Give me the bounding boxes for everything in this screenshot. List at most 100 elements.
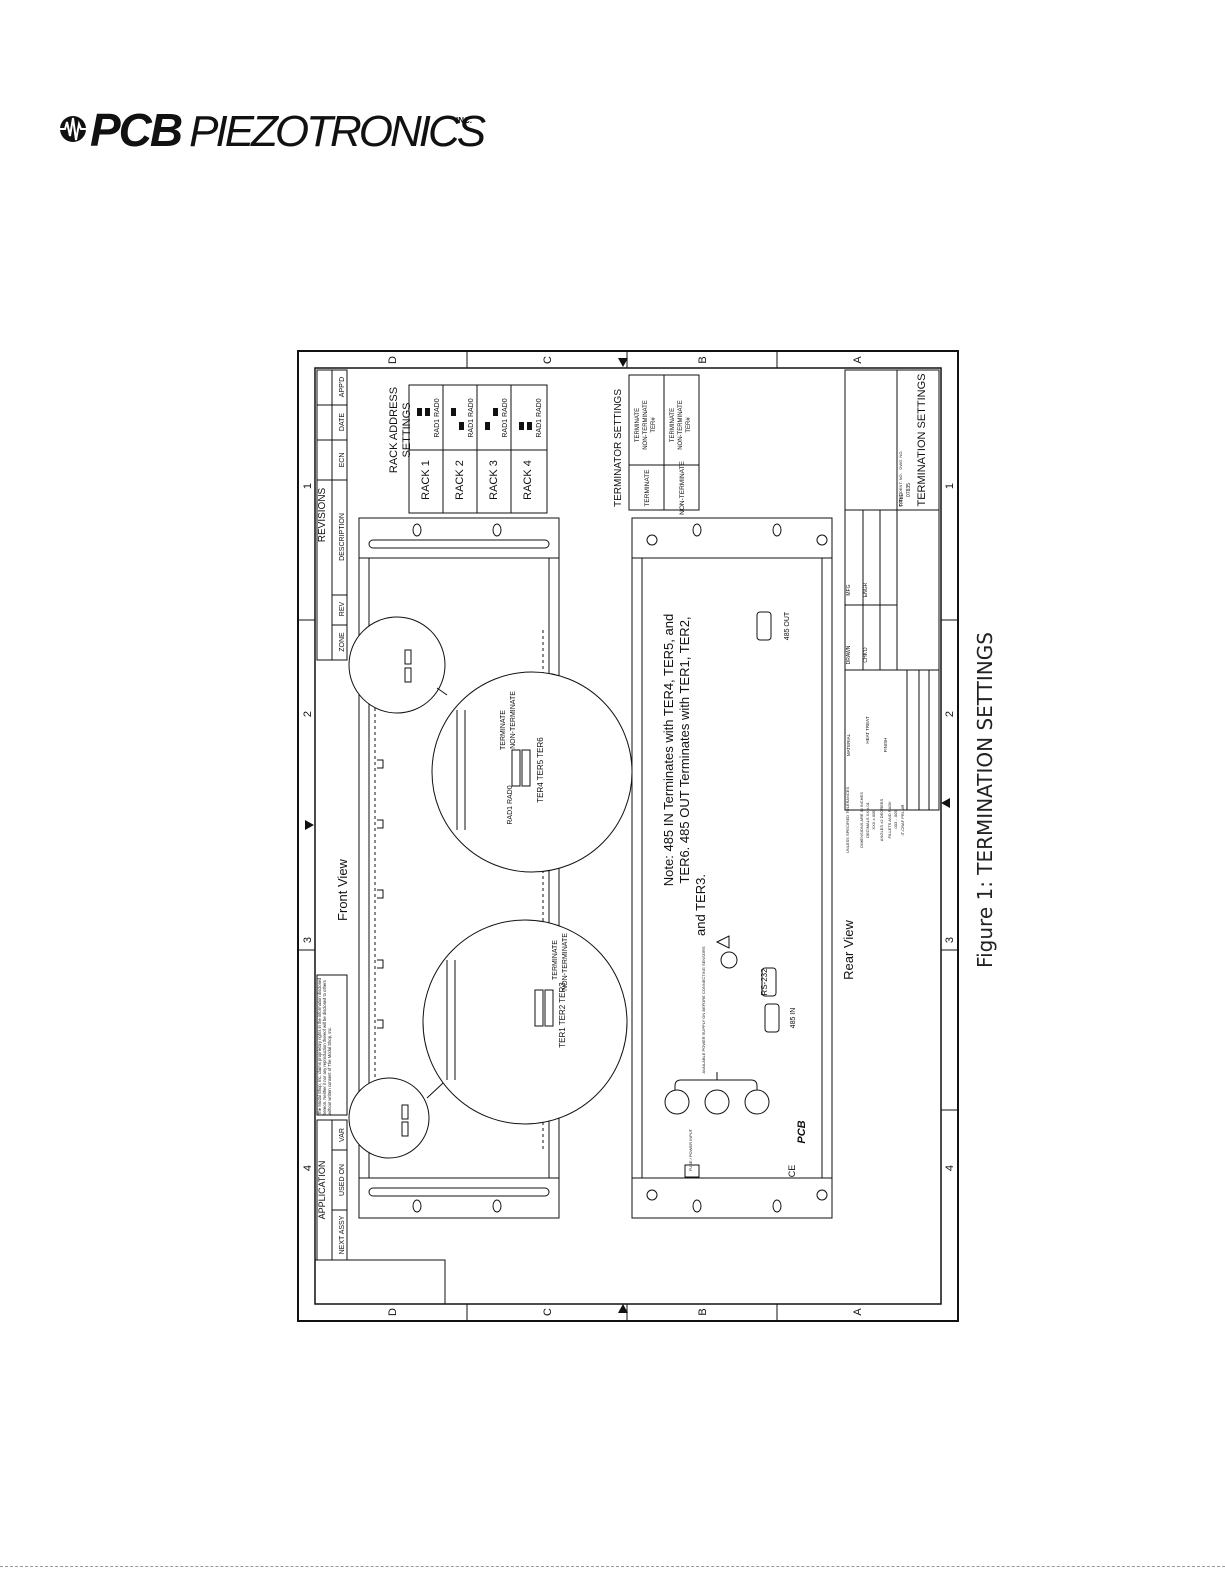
zone-letter-bottom-b: B [697,1308,709,1315]
note-line2: TER6. 485 OUT Terminates with TER1, TER2… [677,616,692,883]
title-block-material: MATERIAL [846,733,851,756]
detail-lower-opt1: TERMINATE [552,940,559,980]
rear-in485-label: 485 IN [790,1008,797,1029]
zone-number-left-3: 3 [302,937,314,943]
center-arrow-bottom [618,1304,628,1313]
center-arrow-top [618,358,628,367]
terminator-row1-opt2: NON-TERMINATE [643,400,649,450]
logo-suffix: INC. [456,116,472,125]
title-block [844,369,940,811]
rack-address-title-line1: RACK ADDRESS [388,387,400,473]
zone-number-right-3: 3 [944,937,956,943]
revisions-title: REVISIONS [317,487,328,542]
rack-1-pins: RAD1 RAD0 [434,398,441,437]
zone-number-left-2: 2 [302,711,314,717]
terminator-row2-opt3: TER# [686,417,692,433]
zone-letter-bottom-c: C [542,1308,554,1316]
center-arrow-right [941,798,950,808]
application-header-used-on: USED ON [339,1164,346,1196]
zone-number-right-4: 4 [944,1165,956,1171]
rack-3-pins: RAD1 RAD0 [502,398,509,437]
title-block-finish: FINISH [883,738,888,753]
rear-ce-label: CE [787,1165,797,1178]
zone-letter-bottom-a: A [852,1308,864,1316]
zone-letter-top-d: D [387,356,399,364]
title-block-tolerances: UNLESS SPECIFIED TOLERANCES [845,787,850,854]
rear-brand-label: PCB [796,1120,808,1143]
rack-4-label: RACK 4 [522,460,534,500]
revisions-block: REVISIONS APP'D DATE ECN DESCRIPTION REV… [316,369,348,661]
title-block-fillets2: .003 - .005 [893,810,898,830]
title-block-ref: IT-CRAF PRI-MR [900,804,905,835]
terminator-settings: TERMINATOR SETTINGS TERMINATE NON-TERMIN… [613,374,700,515]
center-arrow-left [305,820,314,830]
detail-upper: TER4 TER5 TER6 TERMINATE NON-TERMINATE R… [431,671,633,873]
rack-1-label: RACK 1 [420,460,432,500]
terminator-row2-opt2: NON-TERMINATE [678,400,684,450]
zone-number-left-4: 4 [302,1165,314,1171]
sensor-bracket [674,1072,758,1090]
rack-2-pins: RAD1 RAD0 [468,398,475,437]
technical-drawing: D C B A D C B A 1 2 3 4 1 2 3 4 REVISION… [297,350,959,1322]
front-view-slots [377,679,384,1149]
note-line3: and TER3. [693,874,708,936]
detail-lower: TER1 TER2 TER3 TERMINATE NON-TERMINATE [422,919,628,1125]
rear-view-chassis [631,517,833,1219]
revisions-header-zone: ZONE [339,632,346,652]
application-header-var: VAR [339,1128,346,1142]
terminator-row1-opt3: TER# [651,417,657,433]
warning-triangle-icon [715,935,730,949]
revisions-header-appd: APP'D [339,377,346,397]
small-detail-circle-lower [348,1077,430,1159]
terminator-row2-opt1: TERMINATE [670,408,676,442]
rear-rs232-label: RS-232 [760,968,769,996]
detail-upper-pins: TER4 TER5 TER6 [536,737,545,803]
logo-brand-rest: PIEZOTRONICS [189,107,486,156]
zone-number-right-1: 1 [944,483,956,489]
revisions-header-ecn: ECN [339,453,346,468]
detail-lower-pins: TER1 TER2 TER3 [558,982,567,1048]
rack-2-label: RACK 2 [454,460,466,500]
figure-caption-container: Figure 1: TERMINATION SETTINGS [960,630,1010,970]
zone-letter-top-c: C [542,356,554,364]
title-block-decimals2: XXX ±.005 [871,810,876,830]
detail-upper-opt1: TERMINATE [500,710,507,750]
small-detail-circle-upper [348,616,446,714]
title-block-angles: ANGLES ±2 DEGREES [879,798,884,841]
title-block-chkd: CHK'D [863,647,869,663]
title-block-dwg: DWG. NO. [898,450,903,469]
title-block-mfg: MFG [846,584,852,595]
detail-upper-rad: RAD1 RAD0 [507,785,514,824]
zone-letter-top-a: A [852,356,864,364]
rack-address-title-line2: SETTINGS [401,402,413,457]
figure-caption: Figure 1: TERMINATION SETTINGS [973,632,997,968]
detail-lower-opt2: NON-TERMINATE [562,933,569,991]
revisions-header-rev: REV [339,601,346,616]
rear-view-label: Rear View [841,920,856,980]
title-block-code: CODE IDENT. NO. [898,473,903,507]
terminator-row1-opt1: TERMINATE [635,408,641,442]
title-block-title-label: TITLE [899,493,905,507]
title-block-code-no: 07835 [906,483,912,497]
rack-3-label: RACK 3 [488,460,500,500]
logo-wave-icon [60,116,86,142]
revisions-header-date: DATE [339,413,346,431]
detail-upper-opt2: NON-TERMINATE [510,691,517,749]
rack-address-settings: RACK ADDRESS SETTINGS RACK 1 RACK 2 RACK… [388,384,548,514]
proprietary-note: The Modal Shop, Inc. claims proprietary … [317,977,332,1115]
rear-warning-label: AVAILABLE POWER SUPPLY ON BEFORE CONNECT… [701,946,706,1073]
application-header-next-assy: NEXT ASSY [339,1215,346,1254]
zone-letter-bottom-d: D [387,1308,399,1316]
application-title: APPLICATION [317,1161,327,1220]
title-block-fillets: FILLETS AND RADII [887,802,892,839]
bottom-divider [0,1566,1225,1567]
rear-fuse-label: FUSE / POWER INPUT [688,1128,693,1171]
terminator-title: TERMINATOR SETTINGS [613,389,624,507]
title-block-heat-treat: HEAT TREAT [865,716,870,743]
revisions-header-description: DESCRIPTION [339,513,346,561]
title-block-drawn: DRAWN [846,645,852,664]
zone-number-left-1: 1 [302,483,314,489]
zone-letter-top-b: B [697,356,709,363]
title-block-title: TERMINATION SETTINGS [916,373,928,506]
